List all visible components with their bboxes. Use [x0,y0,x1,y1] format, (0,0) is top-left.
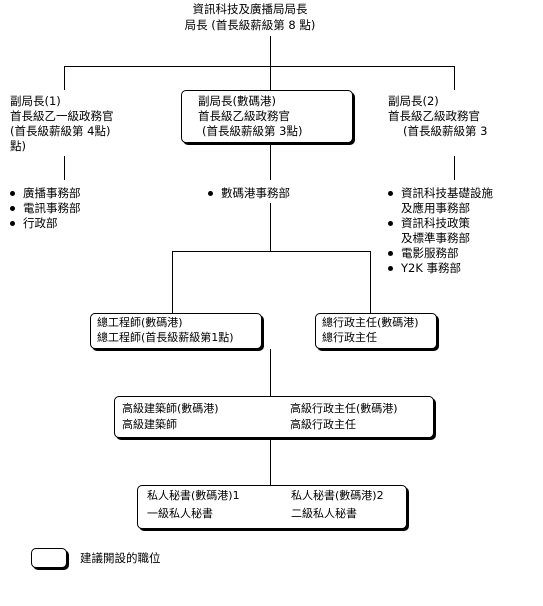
deputy-1-block: 副局長(1) 首長級乙一級政務官 (首長級薪級第 4點) 點) [10,94,170,154]
secretary-2-title: 私人秘書(數碼港)2 [291,489,384,502]
connector [370,251,371,313]
connector [270,203,271,251]
list-item: Y2K 事務部 [388,261,493,276]
connector [172,251,370,252]
senior-exec-title: 高級行政主任(數碼港) [290,402,398,415]
secretary-box [137,485,407,529]
bullet-icon [208,191,213,196]
senior-architect-rank: 高級建築師 [122,418,177,431]
secretary-1-title: 私人秘書(數碼港)1 [147,489,240,502]
secretary-2-rank: 二級私人秘書 [291,507,357,520]
deputy-1-pay: (首長級薪級第 4點) [10,124,111,138]
deputy-1-rank: 首長級乙一級政務官 [10,109,114,123]
legend-swatch [31,548,67,568]
bullet-icon [10,191,15,196]
deputy-1-divisions: 廣播事務部 電訊事務部 行政部 [10,186,81,231]
list-item: 資訊科技政策 [388,216,493,231]
cyberport-divisions: 數碼港事務部 [208,186,290,201]
senior-exec-rank: 高級行政主任 [290,418,356,431]
secretary-1-rank: 一級私人秘書 [147,507,213,520]
chief-engineer-box [90,313,262,349]
chief-engineer-title: 總工程師(數碼港) [97,316,183,329]
connector [64,156,65,180]
chief-exec-box [315,313,437,349]
deputy-cyberport-rank: 首長級乙級政務官 [198,109,290,123]
deputy-2-rank: 首長級乙級政務官 [388,109,480,123]
list-item: 資訊科技基礎設施 [388,186,493,201]
connector [172,251,173,313]
deputy-cyberport-box [181,90,353,143]
connector [270,349,271,396]
list-item: 行政部 [10,216,81,231]
chief-exec-rank: 總行政主任 [322,331,377,344]
connector [64,66,455,67]
list-item-cont: 及標準事務部 [401,231,470,245]
senior-staff-box [114,396,434,438]
deputy-2-pay: (首長級薪級第 3 [403,124,488,138]
connector [270,36,271,66]
top-title-line1: 資訊科技及廣播局局長 [192,2,308,16]
bullet-icon [388,191,393,196]
deputy-2-title: 副局長(2) [388,94,439,108]
connector [454,156,455,180]
bullet-icon [388,221,393,226]
deputy-cyberport-pay: (首長級薪級第 3點) [202,124,303,138]
deputy-2-block: 副局長(2) 首長級乙級政務官 (首長級薪級第 3 [388,94,538,139]
connector [270,143,271,180]
deputy-cyberport-title: 副局長(數碼港) [198,94,276,108]
bullet-icon [388,251,393,256]
chief-engineer-rank: 總工程師(首長級薪級第1點) [97,331,234,344]
deputy-1-pay-cont: 點) [10,139,26,153]
senior-architect-title: 高級建築師(數碼港) [122,402,219,415]
connector [270,438,271,485]
top-title-line2: 局長 (首長級薪級第 8 點) [184,18,316,32]
legend-label: 建議開設的職位 [80,551,161,565]
list-item-cont: 及應用事務部 [401,201,470,215]
list-item: 電影服務部 [388,246,493,261]
chief-exec-title: 總行政主任(數碼港) [322,316,419,329]
list-item: 數碼港事務部 [208,186,290,201]
connector [64,66,65,90]
deputy-1-title: 副局長(1) [10,94,61,108]
list-item: 廣播事務部 [10,186,81,201]
connector [270,66,271,90]
list-item: 電訊事務部 [10,201,81,216]
bullet-icon [10,206,15,211]
bullet-icon [10,221,15,226]
connector [454,66,455,90]
bullet-icon [388,266,393,271]
deputy-2-divisions: 資訊科技基礎設施 及應用事務部 資訊科技政策 及標準事務部 電影服務部 Y2K … [388,186,493,276]
